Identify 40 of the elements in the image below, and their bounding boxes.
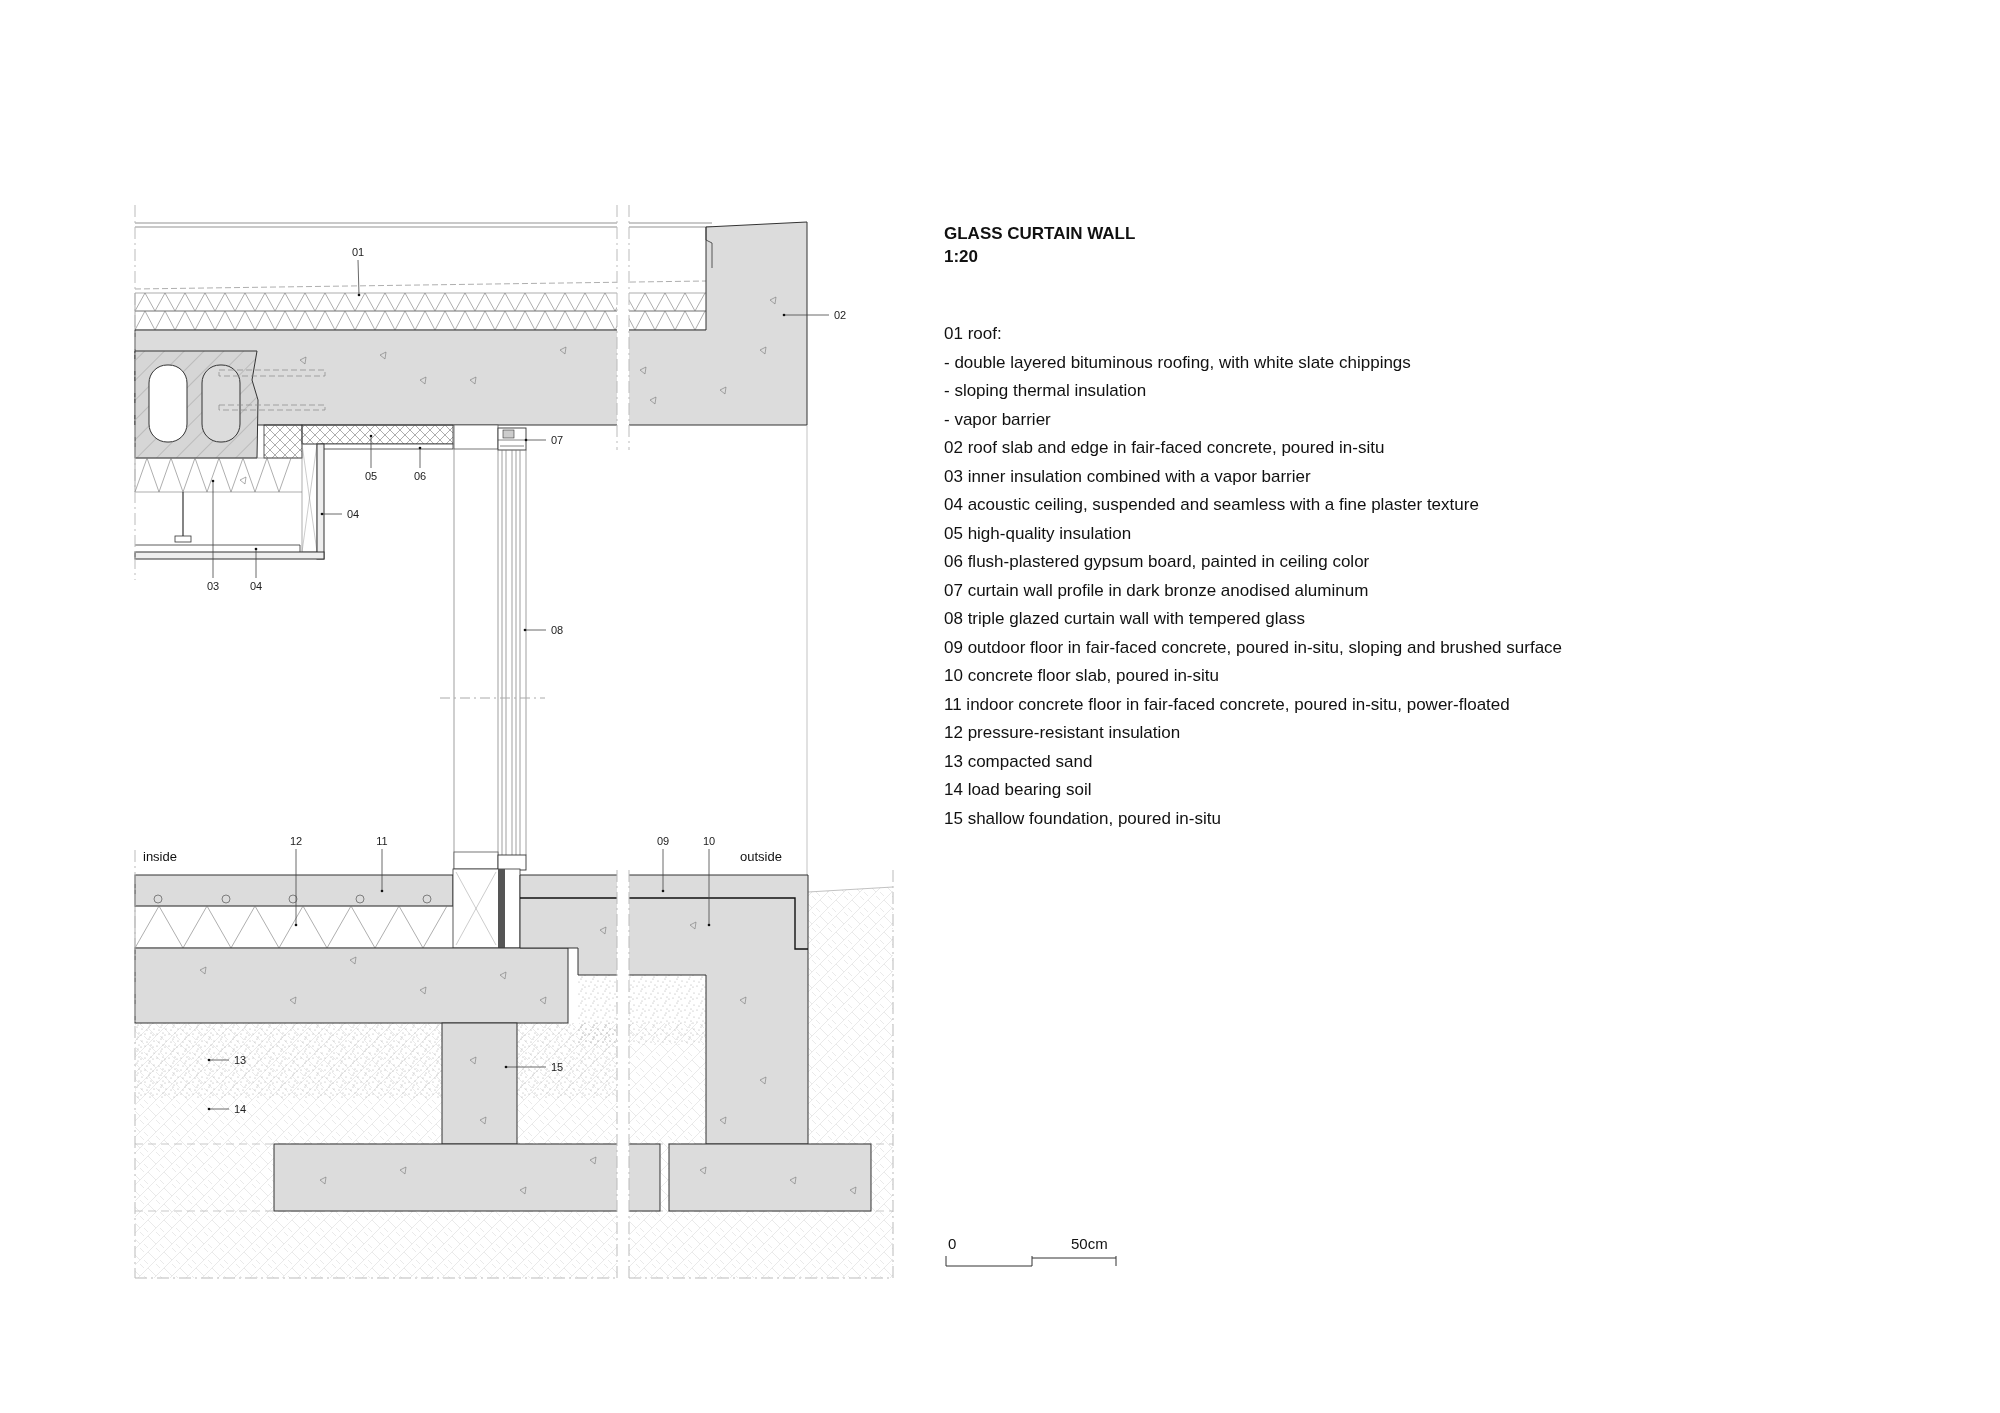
heading: GLASS CURTAIN WALL	[944, 224, 1136, 245]
legend-item: 08 triple glazed curtain wall with tempered glass	[944, 609, 1305, 630]
callout-number: 12	[286, 834, 306, 848]
callout-number: 09	[653, 834, 673, 848]
callout-number: 04	[246, 579, 266, 593]
legend-item: 03 inner insulation combined with a vapor barrier	[944, 466, 1311, 487]
callout-number: 03	[203, 579, 223, 593]
legend-item: 07 curtain wall profile in dark bronze anodised aluminum	[944, 580, 1369, 601]
legend-item: 15 shallow foundation, poured in-situ	[944, 808, 1221, 829]
legend-item: - vapor barrier	[944, 409, 1051, 430]
callout-number: 08	[547, 623, 567, 637]
callout-number: 06	[410, 469, 430, 483]
legend-item: - double layered bituminous roofing, with white slate chippings	[944, 352, 1411, 373]
legend-item: 14 load bearing soil	[944, 780, 1092, 801]
legend-item: 12 pressure-resistant insulation	[944, 723, 1181, 744]
callout-number: 05	[361, 469, 381, 483]
callout-number: 07	[547, 433, 567, 447]
legend-item: 10 concrete floor slab, poured in-situ	[944, 666, 1219, 687]
callout-number: 10	[699, 834, 719, 848]
legend-item: 06 flush-plastered gypsum board, painted in ceiling color	[944, 552, 1370, 573]
callout-number: 13	[230, 1053, 250, 1067]
legend-item: - sloping thermal insulation	[944, 381, 1147, 402]
legend-item: 05 high-quality insulation	[944, 523, 1132, 544]
legend-item: 11 indoor concrete floor in fair-faced concrete, poured in-situ, power-floated	[944, 694, 1510, 715]
legend-item: 04 acoustic ceiling, suspended and seamless with a fine plaster texture	[944, 495, 1479, 516]
area-label: outside	[740, 849, 782, 865]
scale-bar-label: 0	[948, 1235, 957, 1253]
callout-number: 11	[372, 834, 392, 848]
scale-bar-label: 50cm	[1071, 1235, 1108, 1253]
callout-number: 14	[230, 1102, 250, 1116]
legend-item: 13 compacted sand	[944, 751, 1093, 772]
area-label: inside	[143, 849, 177, 865]
callout-number: 02	[830, 308, 850, 322]
legend-item: 09 outdoor floor in fair-faced concrete, poured in-situ, sloping and brushed surface	[944, 637, 1563, 658]
scale-ratio: 1:20	[944, 247, 979, 268]
legend-item: 01 roof:	[944, 324, 1002, 345]
callout-number: 01	[348, 245, 368, 259]
callout-number: 15	[547, 1060, 567, 1074]
legend-item: 02 roof slab and edge in fair-faced concrete, poured in-situ	[944, 438, 1385, 459]
callout-number: 04	[343, 507, 363, 521]
